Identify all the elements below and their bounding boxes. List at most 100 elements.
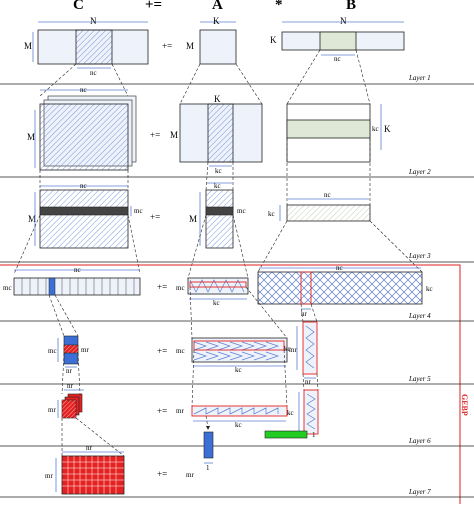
panel-c-l3 [39,189,129,249]
op-l6: += [157,406,167,416]
layer-7-label: Layer 7 [408,488,431,496]
dim-k-b: K [270,35,277,45]
dim-nr-b-l4: nr [301,310,308,318]
connectors-l2-l3 [39,138,371,205]
dim-mc-a-l5: mc [176,347,185,355]
layer-1-row: N M nc += K M N K nc Layer 1 [0,16,474,85]
panel-b-l5 [302,321,318,375]
layer-2-row: nc M += M K kc kc K Layer 2 [0,86,474,178]
dim-nc-l4: nc [74,266,81,274]
layer-7-row: nr mr += mr 1 1 Layer 7 [0,430,474,498]
connectors-l1-l2 [39,49,371,105]
header-b: B [346,0,356,13]
dim-kc-b-l4: kc [426,285,433,293]
layer-5-label: Layer 5 [408,375,431,383]
connectors-l3-l4 [13,214,423,279]
panel-c-l1 [75,29,113,65]
layer-3-row: nc M mc += M mc kc kc nc Layer 3 [0,182,474,263]
dim-kc-b-l5: kc [284,345,291,353]
dim-kc-a-l6: kc [235,421,242,429]
panel-b-l3 [286,204,371,222]
panel-b-l1 [319,31,357,51]
connectors-l5-l6 [61,349,319,407]
dim-m-c-l3: M [28,214,36,224]
tile-c-l7 [61,455,125,495]
dim-m-c-l2: M [27,132,35,142]
dim-mc-a-l3: mc [237,207,246,215]
panel-b-l2 [286,119,371,139]
connectors-l4-l5 [48,286,318,339]
panel-c-l2 [39,103,129,171]
dim-mc-a-l4: mc [176,284,185,292]
dim-m-a-l2: M [170,130,178,140]
block-c-l3 [39,206,129,216]
dim-n-c: N [90,16,97,26]
gebp-label: GEBP [460,394,469,416]
dim-mr-a-l7: mr [186,471,194,479]
dim-mr-c-l7: mr [45,472,53,480]
dim-kc-a-l4: kc [213,299,220,307]
dim-nr-c-l7: nr [86,444,93,452]
panel-a-l4 [187,277,249,295]
header-plus-eq: += [145,0,162,13]
header-c: C [73,0,84,13]
dim-nc-b-l1: nc [334,55,341,63]
micro-panel-a-l5 [193,340,285,351]
layer-4-label: Layer 4 [408,312,431,320]
op-l2: += [150,130,160,140]
layer-6-label: Layer 6 [408,437,431,445]
dim-nr-c-l6: nr [67,382,74,390]
matrix-a-l1 [199,29,237,65]
op-l5: += [157,346,167,356]
dim-m-a: M [186,41,194,51]
dim-nc-l3: nc [80,182,87,190]
dim-k-a-l2: K [214,94,221,104]
panel-b-l4 [257,271,423,305]
dim-kc-a-l5: kc [235,366,242,374]
panel-b-l6 [303,389,319,435]
dim-mr-c-l6: mr [48,406,56,414]
op-l4: += [157,282,167,292]
dim-k-a: K [213,16,220,26]
dim-kc-b-l2: kc [372,125,379,133]
dim-kc-b-l6: kc [287,409,294,417]
dim-kc-a-l3: kc [214,182,221,190]
panel-a-l6 [191,405,288,417]
op-l7: += [157,469,167,479]
vector-b-l7 [264,430,308,439]
dim-nc-l2: nc [80,86,87,94]
op-l3: += [150,212,160,222]
panel-a-l3 [205,189,234,249]
vector-a-l7 [203,431,214,459]
dim-nr-c-l5: nr [66,367,73,375]
dim-m-a-l3: M [189,214,197,224]
gebp-frame [0,264,461,504]
layer-4-row: nc mc += mc kc nc kc nr Layer 4 [0,264,474,322]
dim-mr-a-l6: mr [176,407,184,415]
micro-panel-c-l4 [48,277,56,296]
dim-k-b-l2: K [384,124,391,134]
dim-kc-a-l2: kc [215,167,222,175]
panel-c-l4 [13,277,141,296]
op-l1: += [162,41,172,51]
layer-3-label: Layer 3 [408,252,431,260]
dim-one-a-l7: 1 [206,464,210,472]
dim-mc-c-l3: mc [134,207,143,215]
dim-mc-c-l4: mc [3,284,12,292]
dim-n-b: N [340,16,347,26]
dim-nc-b-l3: nc [324,191,331,199]
dim-mc-c-l5: mc [48,347,57,355]
micro-panel-a-l4 [189,281,247,288]
layer-2-label: Layer 2 [408,168,431,176]
dim-m-c: M [24,41,32,51]
header-a: A [212,0,223,13]
header-star: * [275,0,283,13]
micro-panel-b-l4 [300,271,312,305]
layer-1-label: Layer 1 [408,74,431,82]
dim-nc-l1: nc [90,69,97,77]
dim-nr-b-l5: nr [305,378,312,386]
panel-a-l2 [207,103,234,163]
block-a-l3 [205,206,234,216]
